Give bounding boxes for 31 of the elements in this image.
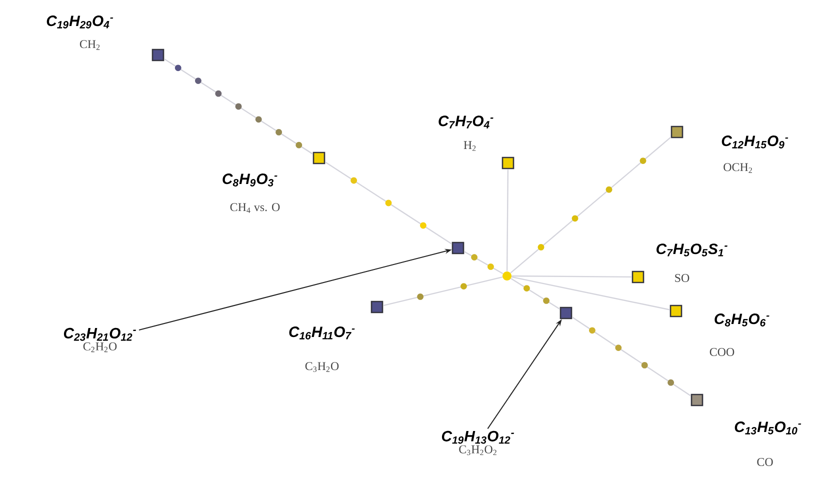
formula-label: C$_{13}$H$_{5}$O$_{10}$- (734, 422, 802, 434)
series-line (510, 278, 560, 310)
series-line (572, 316, 692, 396)
series-label: CO (757, 458, 773, 466)
formula-label: C$_{23}$H$_{21}$O$_{12}$- C$_{2}$H$_{2}$O (64, 328, 136, 352)
series-line (510, 136, 672, 274)
series-line (324, 161, 452, 245)
series-line (512, 275, 632, 278)
series-label: SO (675, 274, 690, 282)
series-label: OCH$_{2}$ (724, 163, 752, 173)
formula-label: C$_{8}$H$_{9}$O$_{3}$- (222, 174, 278, 186)
series-label: COO (710, 348, 734, 356)
series-label: H$_{2}$ (464, 141, 476, 151)
formula-label: C$_{7}$H$_{7}$O$_{4}$- (438, 116, 494, 128)
formula-label: C$_{19}$H$_{29}$O$_{4}$- (46, 16, 114, 28)
series-line (164, 58, 314, 155)
series-line (464, 250, 504, 274)
series-line (383, 276, 503, 306)
series-label: CH$_{4}$ vs. O (230, 203, 280, 213)
formula-label: C$_{7}$H$_{5}$O$_{5}$S$_{1}$- (656, 244, 728, 256)
series-line (511, 276, 670, 310)
center-point (502, 272, 512, 280)
formula-label: C$_{16}$H$_{11}$O$_{7}$- (289, 326, 355, 340)
formula-label: C$_{12}$H$_{15}$O$_{9}$- (722, 136, 788, 148)
series-label: C$_{3}$H$_{2}$O (305, 362, 339, 372)
series-line (506, 169, 509, 272)
formula-label: C$_{19}$H$_{13}$O$_{12}$- C$_{3}$H$_{2}$O$_{2}$ (442, 430, 514, 456)
marker-square (452, 242, 464, 254)
series-label: CH$_{2}$ (80, 40, 100, 50)
marker-square (560, 306, 572, 320)
formula-label: C$_{8}$H$_{5}$O$_{6}$- (714, 314, 770, 326)
